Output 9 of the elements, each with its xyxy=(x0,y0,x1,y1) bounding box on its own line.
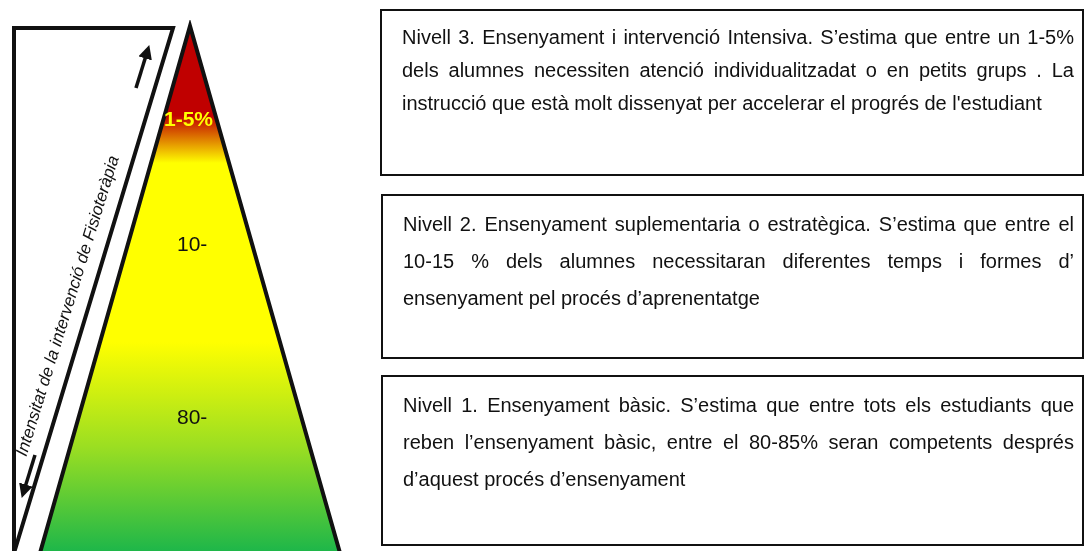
percentage-label: 1-5% xyxy=(164,107,214,131)
text-box xyxy=(381,194,1084,359)
level-description: Nivell 1. Ensenyament bàsic. S’estima que entre tots els estudiants que reben l’ensenyament bàsic, entre el 80-85% seran competents després d’aquest procés d’ensenyament xyxy=(403,393,1074,492)
text-box xyxy=(380,9,1084,176)
text-box xyxy=(381,375,1084,546)
level-description: Nivell 2. Ensenyament suplementaria o estratègica. S’estima que entre el 10-15 % dels alumnes necessitaran diferentes temps i formes d’ ensenyament pel procés d’aprenentatge xyxy=(403,212,1074,311)
percentage-label: 80- xyxy=(177,405,208,429)
percentage-label: 10- xyxy=(177,232,208,256)
level-description: Nivell 3. Ensenyament i intervenció Intensiva. S’estima que entre un 1-5% dels alumnes necessiten atenció individualitzadat o en petits grups . La instrucció que està molt dissenyat per accelerar el progrés de l'estudiant xyxy=(402,25,1074,116)
